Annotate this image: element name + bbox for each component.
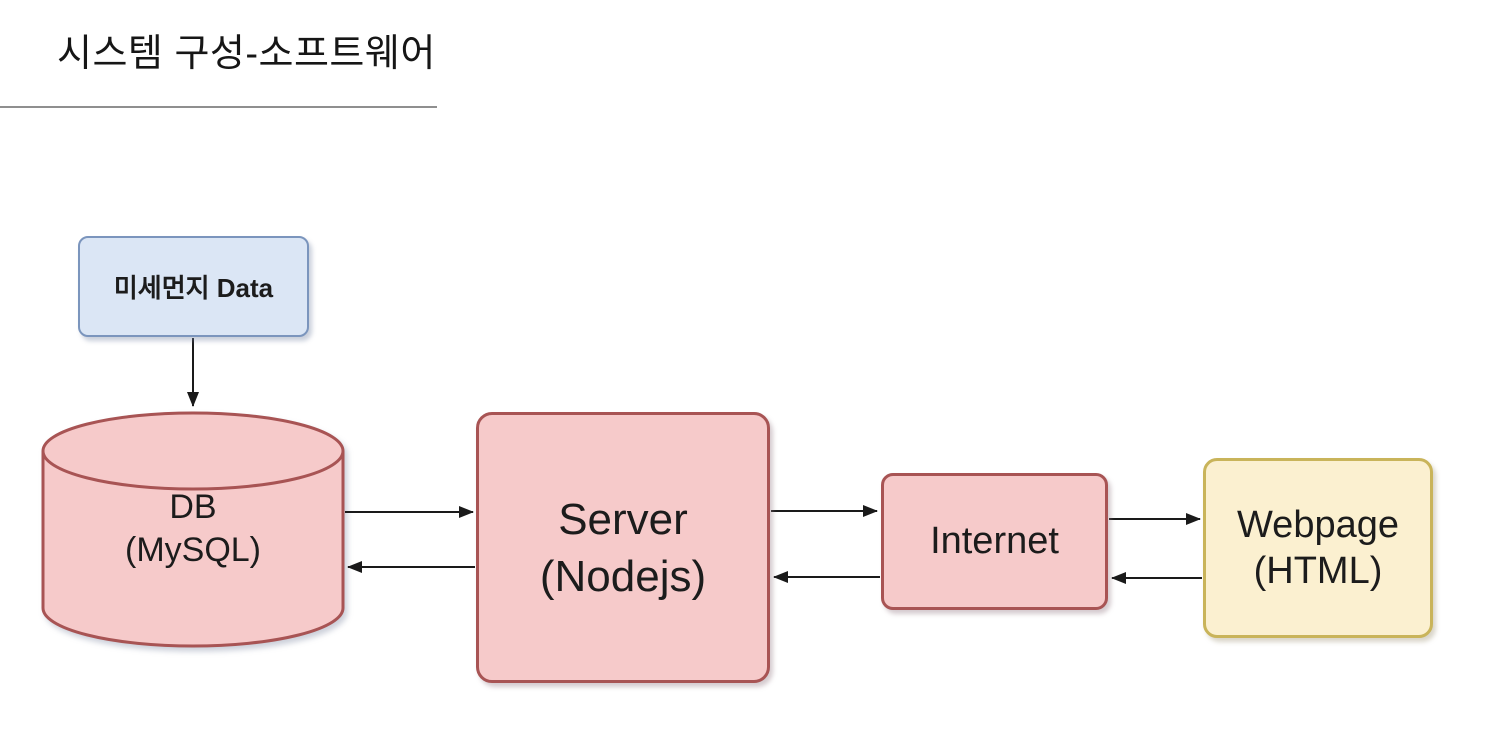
node-db-label-line2: (MySQL) [125, 531, 261, 569]
node-webpage-label-line1: Webpage [1237, 504, 1399, 546]
node-internet: Internet [881, 473, 1108, 610]
node-server-label-line2: (Nodejs) [539, 551, 707, 601]
node-dust-data-label: 미세먼지 Data [113, 273, 274, 303]
node-dust-data: 미세먼지 Data [78, 236, 309, 337]
node-db-label-line1: DB [169, 488, 217, 526]
node-server: Server (Nodejs) [476, 412, 770, 683]
db-cylinder-top [41, 411, 345, 491]
node-internet-label: Internet [930, 520, 1059, 562]
node-server-label-line1: Server [558, 494, 688, 544]
db-cylinder-body [41, 451, 345, 648]
node-webpage-label-line2: (HTML) [1253, 550, 1383, 592]
node-db-cylinder [41, 411, 345, 648]
page-title: 시스템 구성-소프트웨어 [57, 33, 436, 75]
title-underline [0, 106, 437, 108]
node-webpage: Webpage (HTML) [1203, 458, 1433, 638]
node-db-label: DB (MySQL) [43, 486, 343, 572]
